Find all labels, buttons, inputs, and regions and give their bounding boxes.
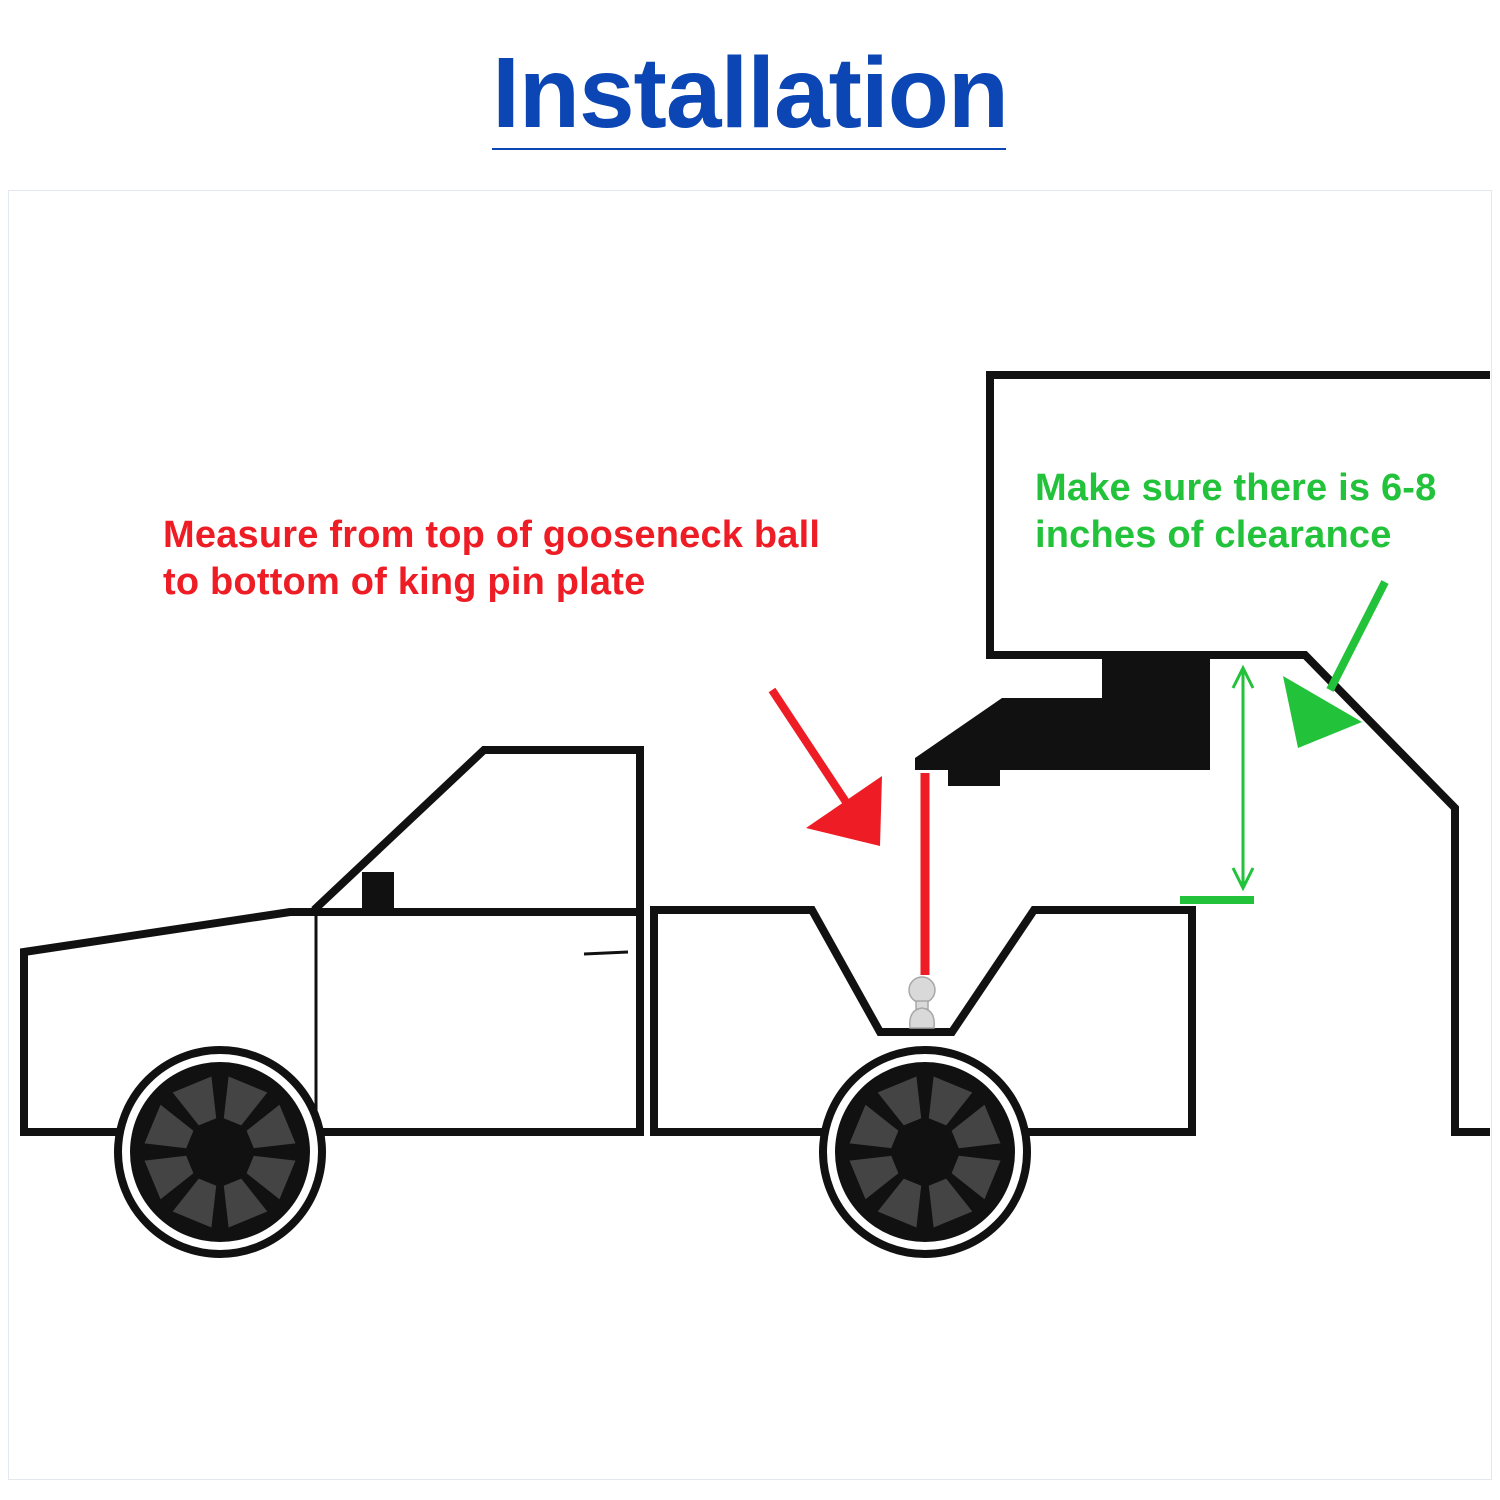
- wheel-icon: [114, 1046, 326, 1258]
- wheel-spoke: [144, 1104, 194, 1149]
- wheel-spoke: [877, 1076, 922, 1126]
- side-mirror: [362, 872, 394, 910]
- wheel-spoke: [849, 1155, 899, 1200]
- gooseneck-ball-icon: [908, 976, 936, 1029]
- wheel-spoke: [172, 1076, 217, 1126]
- wheel-spoke: [877, 1178, 922, 1228]
- wheel-spoke: [849, 1104, 899, 1149]
- truck-cab-roof: [311, 746, 644, 913]
- clearance-instruction-line-1: Make sure there is 6-8: [1035, 467, 1437, 509]
- trailer-box: [986, 371, 1490, 1136]
- wheel-spoke: [246, 1104, 296, 1149]
- wheel-spoke: [223, 1178, 268, 1228]
- wheel-spoke: [144, 1155, 194, 1200]
- measure-instruction: Measure from top of gooseneck ball to bo…: [163, 512, 820, 606]
- arrow-down-right-icon: [768, 687, 882, 846]
- double-arrow-vertical-icon: [1231, 664, 1255, 892]
- title-underline: [492, 148, 1006, 150]
- wheel-spoke: [928, 1076, 973, 1126]
- clearance-instruction-line-2: inches of clearance: [1035, 514, 1392, 556]
- truck-cab-body: [20, 908, 644, 1136]
- wheel-spoke: [172, 1178, 217, 1228]
- measure-instruction-line-2: to bottom of king pin plate: [163, 561, 646, 603]
- wheel-spoke: [223, 1076, 268, 1126]
- wheel-spoke: [928, 1178, 973, 1228]
- clearance-instruction: Make sure there is 6-8 inches of clearan…: [1035, 465, 1437, 559]
- wheel-spoke: [951, 1104, 1001, 1149]
- wheel-icon: [819, 1046, 1031, 1258]
- wheel-spoke: [246, 1155, 296, 1200]
- arrow-down-left-icon: [1283, 580, 1389, 748]
- wheel-spoke: [951, 1155, 1001, 1200]
- door-handle: [583, 950, 629, 956]
- measure-instruction-line-1: Measure from top of gooseneck ball: [163, 514, 821, 556]
- page-title: Installation: [492, 37, 1009, 149]
- king-pin-plate: [915, 658, 1210, 786]
- diagram-panel: [8, 190, 1492, 1480]
